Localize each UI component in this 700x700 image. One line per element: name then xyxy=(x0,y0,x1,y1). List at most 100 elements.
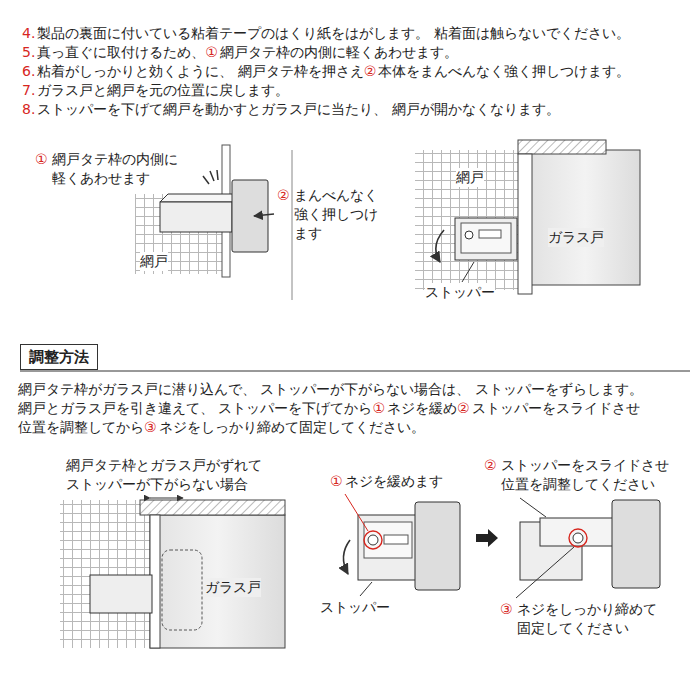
label-text: 網戸 xyxy=(456,168,484,187)
part-label: ガラス戸 xyxy=(548,228,604,247)
paragraph-text: 網戸とガラス戸を引き違えて、 ストッパーを下げてから①ネジを緩め②ストッパーをス… xyxy=(18,399,640,418)
label-text: ネジをしっかり締めて 固定してください xyxy=(517,600,657,638)
figure-loosen-part xyxy=(415,502,460,590)
callout-number: 7. xyxy=(22,81,35,100)
figure-stopper-down xyxy=(415,140,640,294)
figure-offset-part xyxy=(150,515,285,648)
callout-number: ② xyxy=(364,62,377,81)
callout-number: ② xyxy=(277,186,290,205)
figure-loosen-part xyxy=(368,535,378,545)
figure-mount-part xyxy=(254,214,274,216)
callout-number: ② xyxy=(457,399,470,418)
figure-offset-part xyxy=(140,500,285,515)
figure-loosen-part xyxy=(364,531,382,549)
step-text: 5.真っ直ぐに取付けるため、①網戸タテ枠の内側に軽くあわせます。 xyxy=(22,43,458,62)
label-text: ストッパーをスライドさせ xyxy=(472,399,640,418)
figure-slide-part xyxy=(540,518,618,546)
part-label: ストッパー xyxy=(320,598,390,617)
figure-loosen xyxy=(343,494,498,596)
figure-loosen-part xyxy=(384,535,408,544)
figure-slide-part xyxy=(573,533,583,543)
paragraph-text: 網戸タテ枠がガラス戸に潜り込んで、 ストッパーが下がらない場合は、 ストッパーを… xyxy=(18,380,643,399)
heading-text: 調整方法 xyxy=(29,347,89,367)
figure-slide-part xyxy=(569,529,587,547)
label-text: ネジを緩め xyxy=(387,399,457,418)
label-text: 網戸タテ枠の内側に 軽くあわせます xyxy=(52,150,178,188)
callout-number: 4. xyxy=(22,24,35,43)
step-text: 8.ストッパーを下げて網戸を動かすとガラス戸に当たり、 網戸が開かなくなります。 xyxy=(22,100,560,119)
label-text: 真っ直ぐに取付けるため、 xyxy=(37,43,205,62)
figure-stopper-down-part xyxy=(518,154,532,294)
figure-slide xyxy=(516,498,660,598)
label-text: ストッパー xyxy=(425,283,495,302)
callout-number: 5. xyxy=(22,43,35,62)
label-text: ネジをしっかり締めて固定してください。 xyxy=(159,418,425,437)
figure-loosen-part xyxy=(360,582,372,596)
callout: ②ストッパーをスライドさせ 位置を調整してください xyxy=(484,456,669,494)
callout-number: 8. xyxy=(22,100,35,119)
label-text: ネジを緩めます xyxy=(345,472,443,491)
figure-stopper-down-part xyxy=(461,223,511,253)
callout-number: ② xyxy=(484,456,497,475)
callout-number: ③ xyxy=(500,600,513,619)
figure-loosen-part xyxy=(343,540,350,574)
label-text: 網戸タテ枠の内側に軽くあわせます。 xyxy=(220,43,458,62)
figure-stopper-down-part xyxy=(465,231,473,239)
callout: 網戸タテ枠とガラス戸がずれて ストッパーが下がらない場合 xyxy=(66,456,262,494)
label-text: 網戸とガラス戸を引き違えて、 ストッパーを下げてから xyxy=(18,399,372,418)
figure-slide-part xyxy=(516,547,574,598)
part-label: 網戸 xyxy=(456,168,484,187)
callout-number: ① xyxy=(205,43,218,62)
figure-mount-part xyxy=(160,194,240,202)
figure-stopper-down-part xyxy=(479,230,501,238)
figure-stopper-down-part xyxy=(462,262,474,282)
label-text: 粘着がしっかりと効くように、 網戸タテ枠を押さえ xyxy=(37,62,363,81)
callout-number: ① xyxy=(330,472,343,491)
label-text: 製品の裏面に付いている粘着テープのはくり紙をはがします。 粘着面は触らないでくだ… xyxy=(37,24,629,43)
paragraph-text: 位置を調整してから③ネジをしっかり締めて固定してください。 xyxy=(18,418,425,437)
callout-number: ① xyxy=(35,150,48,169)
figure-offset-part xyxy=(162,550,202,630)
callout: ②まんべんなく 強く押しつけ ます xyxy=(277,186,378,243)
label-text: 網戸タテ枠がガラス戸に潜り込んで、 ストッパーが下がらない場合は、 ストッパーを… xyxy=(18,380,643,399)
figure-loosen-part xyxy=(476,529,498,547)
figure-loosen-part xyxy=(358,515,418,580)
label-text: ガラス戸 xyxy=(205,578,261,597)
callout-number: 6. xyxy=(22,62,35,81)
label-text: ストッパーをスライドさせ 位置を調整してください xyxy=(501,456,669,494)
figure-slide-part xyxy=(520,498,546,517)
label-text: ストッパー xyxy=(320,598,390,617)
heading-box: 調整方法 xyxy=(20,344,98,370)
figure-mount-part xyxy=(232,180,268,252)
step-text: 7.ガラス戸と網戸を元の位置に戻します。 xyxy=(22,81,289,100)
step-text: 6.粘着がしっかりと効くように、 網戸タテ枠を押さえ②本体をまんべんなく強く押し… xyxy=(22,62,630,81)
figure-offset-part xyxy=(60,500,155,648)
part-label: ガラス戸 xyxy=(205,578,261,597)
figure-mount-part xyxy=(160,202,232,232)
figure-loosen-part xyxy=(345,494,368,531)
label-text: ガラス戸 xyxy=(548,228,604,247)
figure-offset xyxy=(60,498,285,648)
figure-stopper-down-part xyxy=(530,150,640,285)
callout: ①網戸タテ枠の内側に 軽くあわせます xyxy=(35,150,178,188)
label-text: 網戸 xyxy=(140,252,168,271)
step-text: 4.製品の裏面に付いている粘着テープのはくり紙をはがします。 粘着面は触らないで… xyxy=(22,24,630,43)
figure-mount-part xyxy=(292,150,293,300)
label-text: 位置を調整してから xyxy=(18,418,144,437)
callout-number: ① xyxy=(372,399,385,418)
part-label: ストッパー xyxy=(425,283,495,302)
figure-stopper-down-part xyxy=(455,218,517,260)
label-text: ガラス戸と網戸を元の位置に戻します。 xyxy=(37,81,289,100)
figure-stopper-down-part xyxy=(436,230,444,262)
label-text: 網戸タテ枠とガラス戸がずれて ストッパーが下がらない場合 xyxy=(66,456,262,494)
figure-offset-part xyxy=(150,498,183,499)
callout: ①ネジを緩めます xyxy=(330,472,443,491)
figure-stopper-down-part xyxy=(518,140,606,154)
label-text: 本体をまんべんなく強く押しつけます。 xyxy=(378,62,630,81)
callout: ③ネジをしっかり締めて 固定してください xyxy=(500,600,657,638)
callout-number: ③ xyxy=(144,418,157,437)
label-text: まんべんなく 強く押しつけ ます xyxy=(294,186,378,243)
figure-offset-part xyxy=(90,575,152,613)
part-label: 網戸 xyxy=(140,252,168,271)
heading-rule xyxy=(20,371,690,372)
